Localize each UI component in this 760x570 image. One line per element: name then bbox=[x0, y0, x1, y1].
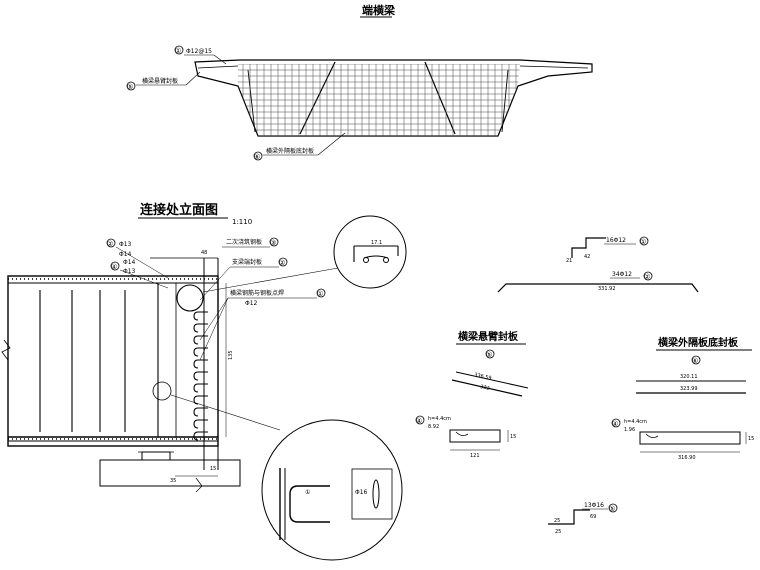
bottom-bar-marker: ⑤ bbox=[609, 505, 615, 513]
conn-rebar-b: Φ14 bbox=[119, 251, 132, 258]
plate5-dim-2: 8.92 bbox=[428, 424, 439, 430]
plate6-width: 316.90 bbox=[678, 455, 696, 461]
cantilever-plate-title: 横梁悬臂封板 bbox=[458, 330, 519, 343]
plate6-thickness: 15 bbox=[748, 436, 754, 442]
conn-rebar-a: Φ13 bbox=[119, 241, 132, 248]
bar-grade: Φ12 bbox=[245, 300, 258, 307]
bottom-bar-label: 13Φ16 bbox=[584, 502, 604, 509]
dim-top: 48 bbox=[201, 250, 207, 256]
dim-bottom-1: 35 bbox=[170, 478, 176, 484]
dim-bottom-2: 15 bbox=[210, 466, 216, 472]
shape1-marker: ① bbox=[640, 238, 646, 246]
plate6-marker: ④ bbox=[612, 420, 618, 428]
plate6-len-bottom: 323.99 bbox=[680, 386, 698, 392]
conn-marker-3: ③ bbox=[270, 239, 276, 247]
plate6-dim-2: 1.96 bbox=[624, 427, 635, 433]
detail-dim: 17.1 bbox=[371, 240, 382, 246]
conn-marker-4: ④ bbox=[111, 263, 117, 271]
plate5-len-top: 336.59 bbox=[474, 372, 492, 382]
plate5-thickness: 15 bbox=[510, 434, 516, 440]
detail-rebar: Φ16 bbox=[355, 489, 368, 496]
bottom-bar-shape: 13Φ16 ⑤ 69 25 25 bbox=[548, 502, 618, 535]
cantilever-plate-label: 横梁悬臂封板 bbox=[142, 77, 178, 85]
end-beam-marker-5: ⑤ bbox=[127, 83, 133, 91]
conn-marker-2b: ② bbox=[279, 259, 285, 267]
bar-shapes: 16Φ12 ① 42 21 34Φ12 ② 331.92 bbox=[497, 236, 699, 293]
conn-marker-1b: ① bbox=[305, 489, 310, 496]
shape2-marker: ② bbox=[644, 273, 650, 281]
cantilever-plate-detail: 横梁悬臂封板 ⑤ 336.59 332 ④ h=4.4cm 8.92 121 1… bbox=[415, 330, 529, 459]
diaphragm-plate-title: 横梁外隔板底封板 bbox=[658, 336, 739, 349]
cantilever-plate-no: ⑤ bbox=[486, 351, 492, 359]
conn-rebar-c: Φ14 bbox=[123, 259, 136, 266]
end-beam-title: 端横梁 bbox=[362, 3, 396, 17]
diaphragm-plate-label: 横梁外隔板底封板 bbox=[266, 147, 314, 155]
shape1-dim-b: 21 bbox=[566, 258, 572, 264]
dim-side: 135 bbox=[228, 350, 234, 360]
shape1-label: 16Φ12 bbox=[606, 237, 626, 244]
bottom-bar-dim-c: 25 bbox=[555, 529, 561, 535]
connection-scale: 1:110 bbox=[232, 218, 252, 226]
bottom-bar-dim-a: 69 bbox=[590, 514, 596, 520]
plate5-marker: ④ bbox=[416, 417, 422, 425]
plate6-len-top: 320.11 bbox=[680, 374, 698, 380]
seal-label: 支梁端封板 bbox=[232, 258, 262, 266]
end-beam-section: 端横梁 ① Φ12@15 ⑤ 横梁悬臂封板 ⑥ 横梁外隔板底封板 bbox=[126, 3, 593, 161]
stirrup-label: 横梁钢筋与钢板点焊 bbox=[230, 289, 284, 297]
bottom-bar-dim-b: 25 bbox=[554, 518, 560, 524]
conn-marker-1: ① bbox=[317, 290, 323, 298]
plate5-dims: h=4.4cm bbox=[428, 416, 451, 422]
diaphragm-plate-no: ⑥ bbox=[692, 357, 698, 365]
connection-elevation: 连接处立面图 1:110 48 135 bbox=[1, 202, 407, 561]
conn-marker-2: ② bbox=[107, 240, 113, 248]
shape1-dim-a: 42 bbox=[584, 254, 590, 260]
shape2-dim: 331.92 bbox=[598, 286, 616, 292]
conn-rebar-d: Φ13 bbox=[123, 268, 136, 275]
end-beam-marker-6: ⑥ bbox=[254, 153, 260, 161]
shape2-label: 34Φ12 bbox=[612, 271, 632, 278]
diaphragm-plate-detail: 横梁外隔板底封板 ⑥ 320.11 323.99 ④ h=4.4cm 1.96 … bbox=[611, 336, 754, 461]
plate5-len-bottom: 332 bbox=[480, 384, 491, 392]
end-beam-rebar-callout: Φ12@15 bbox=[186, 48, 212, 55]
end-beam-marker-1: ① bbox=[175, 47, 181, 55]
connection-title: 连接处立面图 bbox=[140, 202, 218, 218]
plate5-width: 121 bbox=[470, 453, 480, 459]
plate6-dims: h=4.4cm bbox=[624, 419, 647, 425]
seal-plate-label: 二次浇筑钢板 bbox=[226, 238, 262, 246]
